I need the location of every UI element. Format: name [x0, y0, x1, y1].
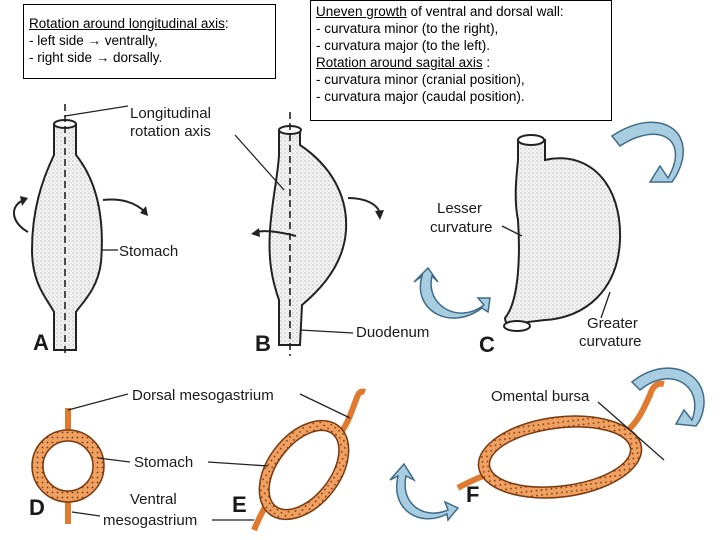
label-longitudinal: Longitudinal [130, 105, 211, 122]
note-sagital-rotation-rest: : [482, 55, 491, 70]
note-uneven-growth: Uneven growth [316, 4, 407, 19]
cross-section-e [251, 388, 367, 532]
label-stomach-a: Stomach [119, 243, 178, 260]
panel-label-b: B [255, 331, 271, 356]
note-major-caudal: - curvatura major (caudal position). [316, 89, 525, 104]
rotation-arrow-top-right [610, 121, 684, 183]
note-line-right-side: - right side → dorsally. [29, 50, 163, 65]
label-duodenum: Duodenum [356, 324, 429, 341]
rotation-arrow-bottom-right [630, 367, 705, 427]
note-heading-suffix: : [224, 16, 229, 31]
note-sagital-rotation: Rotation around sagital axis [316, 55, 483, 70]
stomach-c [503, 134, 622, 332]
rotation-arrow-bottom-left [389, 462, 460, 522]
label-greater-2: curvature [579, 333, 642, 350]
cross-section-d [31, 408, 105, 524]
label-dorsal-mesogastrium: Dorsal mesogastrium [132, 387, 274, 404]
label-lesser-2: curvature [430, 219, 493, 236]
cross-section-f [456, 380, 665, 499]
label-greater-1: Greater [587, 315, 638, 332]
stomach-b [251, 112, 384, 356]
panel-label-c: C [479, 332, 495, 357]
label-rotation-axis: rotation axis [130, 123, 211, 140]
longitudinal-rotation-note: Rotation around longitudinal axis: - lef… [23, 4, 276, 79]
note-uneven-growth-rest: of ventral and dorsal wall: [406, 4, 564, 19]
label-mesogastrium: mesogastrium [103, 512, 197, 529]
panel-label-d: D [29, 495, 45, 520]
note-minor-right: - curvatura minor (to the right), [316, 21, 499, 36]
label-stomach-d: Stomach [134, 454, 193, 471]
note-major-left: - curvatura major (to the left). [316, 38, 491, 53]
growth-rotation-note: Uneven growth of ventral and dorsal wall… [310, 0, 612, 121]
panel-label-f: F [466, 482, 479, 507]
label-lesser-1: Lesser [437, 200, 482, 217]
note-heading: Rotation around longitudinal axis [29, 16, 225, 31]
rotation-arrow-middle [413, 266, 491, 319]
label-omental-bursa: Omental bursa [491, 388, 590, 405]
note-line-left-side: - left side → ventrally, [29, 33, 158, 48]
note-minor-cranial: - curvatura minor (cranial position), [316, 72, 525, 87]
panel-label-a: A [33, 330, 49, 355]
label-ventral: Ventral [130, 491, 177, 508]
stomach-a [13, 104, 148, 356]
panel-label-e: E [232, 492, 247, 517]
